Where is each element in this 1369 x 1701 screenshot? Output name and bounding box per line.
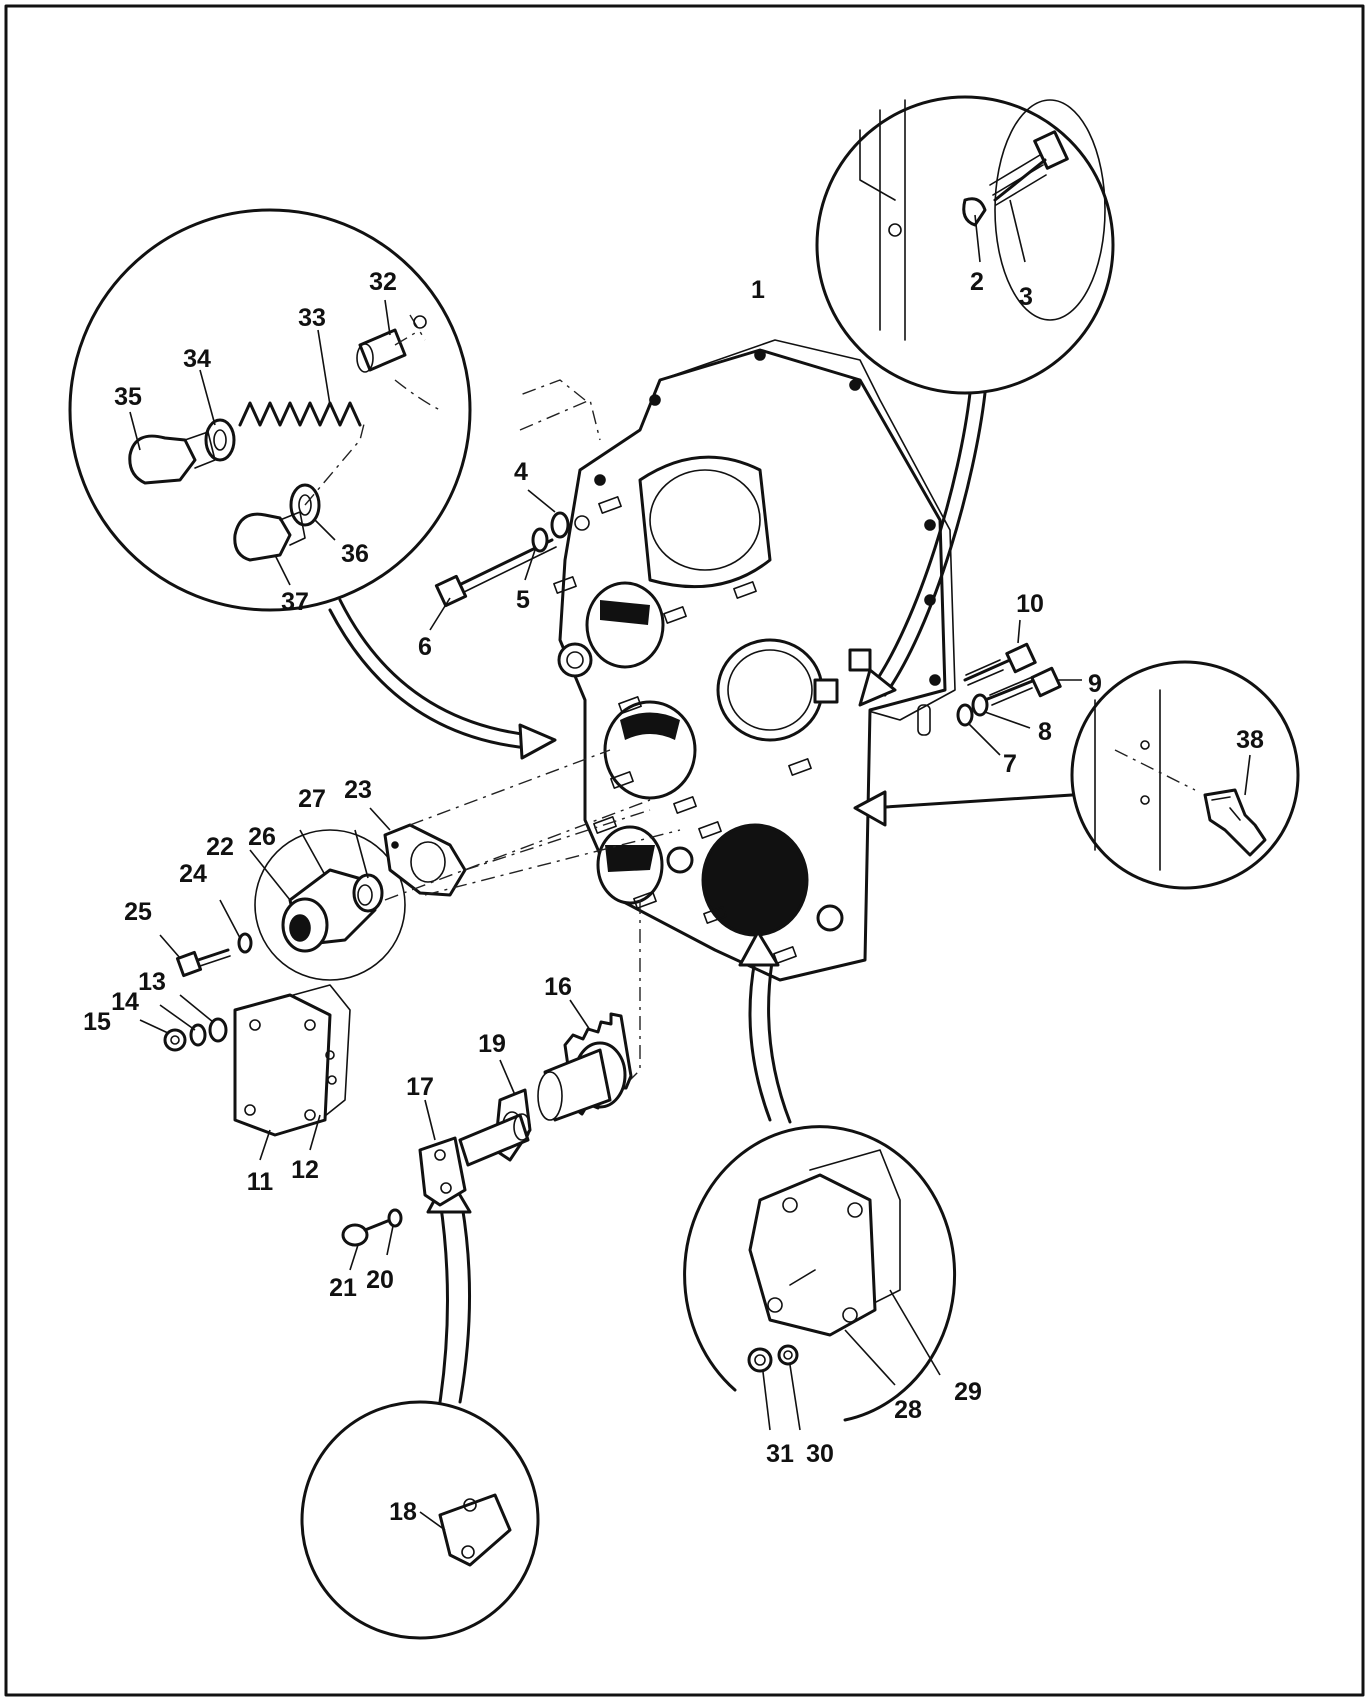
label-31: 31 xyxy=(766,1440,794,1468)
label-11: 11 xyxy=(247,1168,274,1196)
label-15: 15 xyxy=(83,1008,111,1036)
detail-circle-top-right xyxy=(815,95,1115,395)
label-10: 10 xyxy=(1016,590,1044,618)
label-22: 22 xyxy=(206,833,234,861)
label-35: 35 xyxy=(114,383,142,411)
label-28: 28 xyxy=(894,1396,922,1424)
label-4: 4 xyxy=(514,458,528,486)
label-3: 3 xyxy=(1019,283,1033,311)
detail-circle-left xyxy=(68,208,472,612)
label-30: 30 xyxy=(806,1440,834,1468)
label-32: 32 xyxy=(369,268,397,296)
label-19: 19 xyxy=(478,1030,506,1058)
bolt-25 xyxy=(159,899,253,978)
detail-circle-bottom-center xyxy=(300,1400,540,1640)
pump-cover-assembly xyxy=(249,829,406,981)
main-housing xyxy=(553,339,956,982)
label-7: 7 xyxy=(1003,750,1017,778)
label-34: 34 xyxy=(183,345,211,373)
label-1: 1 xyxy=(751,276,765,304)
label-33: 33 xyxy=(298,304,326,332)
bolt-and-washers xyxy=(429,489,590,631)
label-5: 5 xyxy=(516,586,530,614)
label-20: 20 xyxy=(366,1266,394,1294)
label-13: 13 xyxy=(138,968,166,996)
label-2: 2 xyxy=(970,268,984,296)
cover-plate xyxy=(139,984,351,1161)
detail-circle-right xyxy=(1070,660,1300,890)
label-16: 16 xyxy=(544,973,572,1001)
label-26: 26 xyxy=(248,823,276,851)
detail-circle-bottom-right xyxy=(683,1125,957,1431)
label-25: 25 xyxy=(124,898,152,926)
label-29: 29 xyxy=(954,1378,982,1406)
label-23: 23 xyxy=(344,776,372,804)
gear-shaft-assembly xyxy=(341,999,633,1271)
diagram-border xyxy=(4,4,1365,1697)
right-side-bolts xyxy=(956,619,1082,756)
gasket-23 xyxy=(369,807,467,897)
label-8: 8 xyxy=(1038,718,1052,746)
label-38: 38 xyxy=(1236,726,1264,754)
part-labels: 1 2 3 4 5 6 7 8 9 10 11 12 13 14 15 16 1… xyxy=(83,268,1264,1526)
label-21: 21 xyxy=(329,1274,357,1302)
label-12: 12 xyxy=(291,1156,319,1184)
label-36: 36 xyxy=(341,540,369,568)
label-9: 9 xyxy=(1088,670,1102,698)
label-24: 24 xyxy=(179,860,207,888)
label-14: 14 xyxy=(111,988,139,1016)
label-37: 37 xyxy=(281,588,309,616)
label-17: 17 xyxy=(406,1073,434,1101)
label-6: 6 xyxy=(418,633,432,661)
label-27: 27 xyxy=(298,785,326,813)
label-18: 18 xyxy=(389,1498,417,1526)
